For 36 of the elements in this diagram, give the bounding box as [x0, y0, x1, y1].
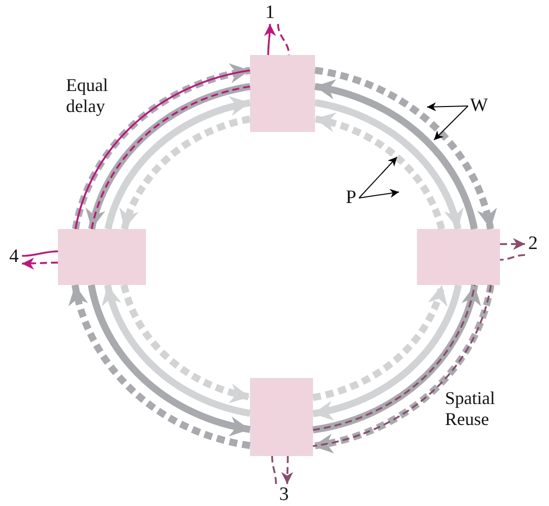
ring-arrow: [88, 284, 251, 436]
traffic-path: [22, 258, 58, 270]
port-number: 4: [6, 246, 22, 268]
traffic-path: [264, 24, 276, 56]
leader-line: [426, 102, 468, 112]
annotation-text: Equal delay: [66, 75, 109, 117]
ring-arrow: [314, 114, 445, 230]
ring-arrow: [314, 99, 462, 230]
port-number: 1: [262, 2, 278, 24]
node-box: [250, 378, 313, 456]
leader-line: [358, 156, 398, 198]
port-number: 3: [276, 484, 292, 506]
traffic-path: [500, 238, 525, 250]
leader-line: [434, 106, 468, 140]
ring-arrow: [103, 284, 251, 417]
leader-line: [358, 188, 400, 198]
ring-arrow: [314, 80, 478, 230]
ring-arrow: [70, 284, 251, 450]
ring-arrow: [104, 97, 251, 230]
ring-arrow: [312, 284, 446, 401]
traffic-path: [281, 456, 294, 484]
port-number: 2: [525, 233, 541, 255]
ring-arrow: [312, 284, 462, 420]
callout-letter: W: [468, 95, 490, 117]
traffic-path: [22, 250, 58, 257]
traffic-path: [271, 456, 277, 484]
ring-arrow: [314, 66, 496, 230]
node-box: [417, 229, 500, 285]
ring-arrow: [120, 284, 251, 402]
traffic-path: [277, 24, 290, 56]
callout-letter: P: [343, 187, 359, 209]
node-box: [58, 229, 146, 285]
ring-arrow: [120, 116, 251, 230]
annotation-text: Spatial Reuse: [445, 388, 496, 430]
traffic-path: [500, 254, 526, 261]
node-box: [250, 55, 315, 132]
